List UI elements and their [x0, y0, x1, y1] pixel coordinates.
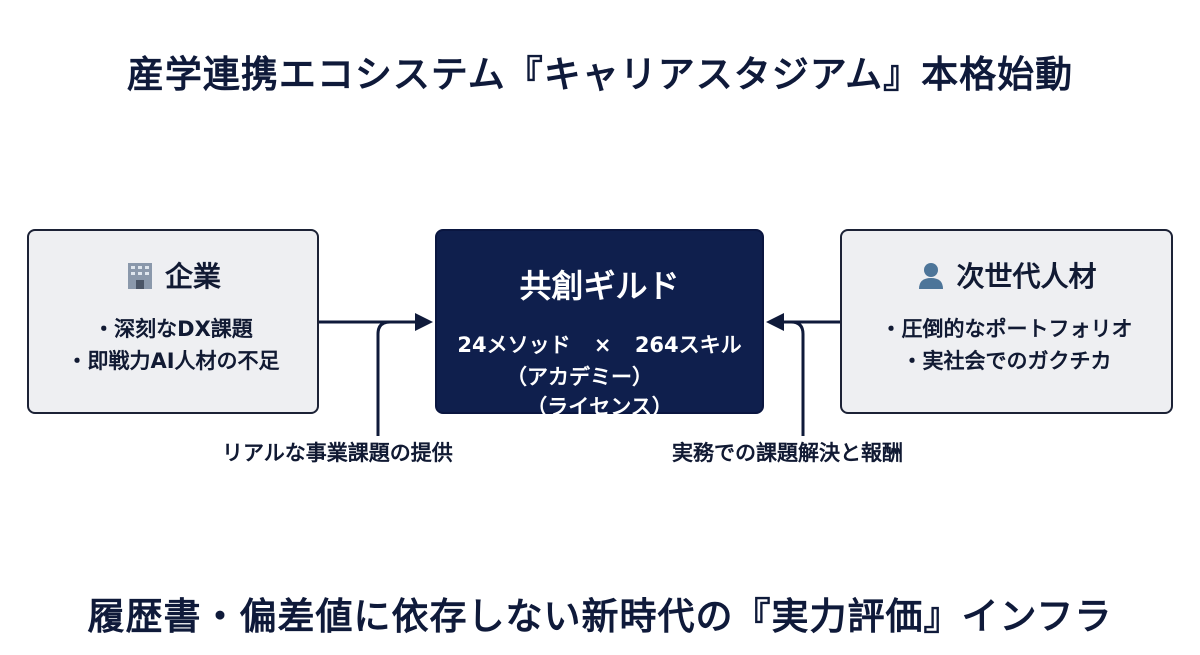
talent-heading: 次世代人材 [956, 260, 1097, 293]
company-box: 企業 ・深刻なDX課題 ・即戦力AI人材の不足 [27, 229, 319, 414]
methods-sub: （アカデミー） [506, 365, 653, 389]
methods-count: 24メソッド [457, 333, 571, 357]
footer-tagline: 履歴書・偏差値に依存しない新時代の『実力評価』インフラ [87, 595, 1113, 638]
talent-item: ・圧倒的なポートフォリオ [880, 317, 1133, 341]
right-arrowhead [766, 313, 784, 331]
talent-item: ・実社会でのガクチカ [901, 349, 1112, 373]
company-item: ・深刻なDX課題 [93, 317, 253, 341]
company-heading: 企業 [164, 260, 221, 293]
left-arrowhead [415, 313, 433, 331]
guild-box: 共創ギルド 24メソッド × 264スキル （アカデミー） （ライセンス） [435, 229, 764, 419]
company-item: ・即戦力AI人材の不足 [66, 349, 280, 373]
left-branch-line [376, 320, 391, 436]
talent-box: 次世代人材 ・圧倒的なポートフォリオ ・実社会でのガクチカ [840, 229, 1173, 414]
guild-heading: 共創ギルド [519, 267, 680, 305]
person-icon [919, 263, 944, 289]
building-icon [127, 263, 152, 289]
right-flow-label: 実務での課題解決と報酬 [672, 441, 903, 465]
skills-sub: （ライセンス） [526, 395, 673, 419]
times-symbol: × [593, 333, 612, 357]
right-branch-line [790, 320, 805, 436]
skills-count: 264スキル [634, 333, 742, 357]
left-flow-label: リアルな事業課題の提供 [222, 441, 453, 465]
main-title: 産学連携エコシステム『キャリアスタジアム』本格始動 [126, 53, 1074, 96]
